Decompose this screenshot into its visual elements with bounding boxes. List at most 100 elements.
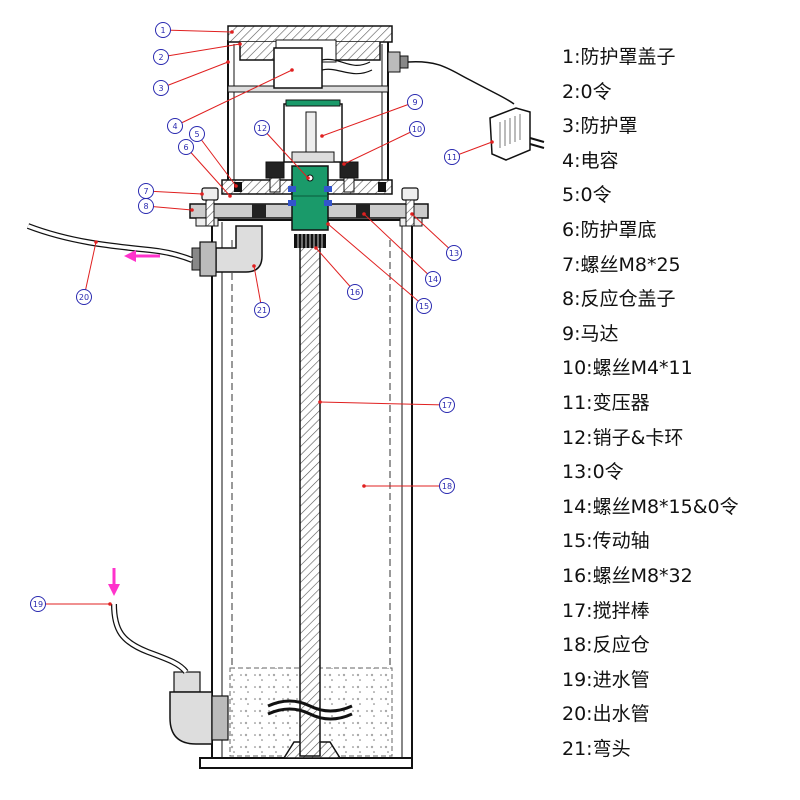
leader-line	[363, 213, 434, 280]
leader-tip	[226, 60, 230, 64]
callout-circle	[416, 298, 432, 314]
legend-item: 8:反应仓盖子	[562, 288, 676, 311]
leader-tip	[326, 222, 330, 226]
callout-circle	[347, 284, 363, 300]
leader-line	[321, 101, 416, 137]
callout-number: 11	[447, 153, 457, 162]
callout-circle	[167, 118, 183, 134]
callout-circle	[254, 120, 270, 136]
legend-item: 7:螺丝M8*25	[562, 253, 681, 276]
screws-m8	[201, 187, 419, 227]
callout-circle	[409, 121, 425, 137]
outlet-pipe	[26, 223, 194, 263]
legend-item: 19:进水管	[562, 668, 650, 691]
callout-circle	[407, 94, 423, 110]
leader-tip	[290, 68, 294, 72]
legend-item: 16:螺丝M8*32	[562, 564, 693, 587]
legend-item: 21:弯头	[562, 737, 631, 760]
legend-item: 18:反应仓	[562, 634, 650, 657]
legend-item: 17:搅拌棒	[562, 599, 650, 622]
callout-number: 4	[172, 122, 177, 131]
leader-line	[185, 146, 231, 197]
leader-line	[343, 128, 418, 165]
transformer	[489, 107, 545, 161]
legend-item: 4:电容	[562, 149, 619, 172]
legend-item: 13:0令	[562, 461, 624, 484]
leader-tip	[342, 162, 346, 166]
leader-tip	[490, 140, 494, 144]
callout-circle	[189, 126, 205, 142]
leader-tip	[238, 42, 242, 46]
legend-item: 5:0令	[562, 184, 612, 207]
callout-number: 6	[183, 143, 188, 152]
callout-number: 2	[158, 53, 163, 62]
leader-line	[83, 241, 97, 298]
callout-number: 13	[449, 249, 459, 258]
stirring-rod	[267, 245, 353, 757]
callout-number: 3	[158, 84, 163, 93]
callout-number: 20	[79, 293, 89, 302]
leader-tip	[318, 400, 322, 404]
callout-number: 7	[143, 187, 148, 196]
callout-number: 15	[419, 302, 429, 311]
inlet-flow-arrow	[108, 568, 120, 596]
legend-item: 3:防护罩	[562, 115, 638, 138]
callout-number: 12	[257, 124, 267, 133]
leader-line	[319, 401, 448, 406]
callout-circle	[425, 271, 441, 287]
leader-tip	[190, 208, 194, 212]
leader-line	[411, 213, 455, 254]
callout-circle	[254, 302, 270, 318]
leader-tip	[410, 212, 414, 216]
legend-item: 11:变压器	[562, 391, 650, 414]
leader-line	[315, 247, 356, 293]
legend-item: 12:销子&卡环	[562, 426, 684, 449]
legend-item: 20:出水管	[562, 703, 650, 726]
leader-line	[145, 190, 203, 195]
leader-line	[261, 127, 309, 179]
inlet-pipe	[111, 603, 189, 674]
transmission-shaft	[288, 165, 332, 231]
legend-item: 15:传动轴	[562, 530, 650, 553]
callout-circle	[153, 49, 169, 65]
leader-tip	[314, 246, 318, 250]
leader-tip	[252, 264, 256, 268]
callout-number: 8	[143, 202, 148, 211]
callout-number: 1	[160, 26, 165, 35]
callout-number: 18	[442, 482, 452, 491]
callout-circle	[439, 397, 455, 413]
callout-circle	[178, 139, 194, 155]
capacitor	[273, 47, 373, 89]
callout-number: 21	[257, 306, 267, 315]
leader-line	[196, 133, 237, 187]
leader-tip	[306, 176, 310, 180]
legend-item: 10:螺丝M4*11	[562, 357, 693, 380]
leader-line	[174, 69, 293, 127]
leader-tip	[234, 184, 238, 188]
callout-circle	[153, 80, 169, 96]
legend-item: 14:螺丝M8*15&0令	[562, 495, 739, 518]
inlet-elbow	[169, 671, 229, 745]
power-cable	[387, 51, 515, 105]
motor	[283, 99, 343, 163]
callout-circle	[446, 245, 462, 261]
outlet-flow-arrow	[124, 250, 160, 262]
leader-tip	[108, 602, 112, 606]
leader-tip	[230, 30, 234, 34]
screws-m4	[265, 161, 359, 193]
callout-circle	[76, 289, 92, 305]
parts-legend: 1:防护罩盖子 2:0令 3:防护罩 4:电容 5:0令 6:防护罩底 7:螺丝…	[562, 40, 792, 766]
callout-circle	[444, 149, 460, 165]
leader-tip	[320, 134, 324, 138]
callout-number: 19	[33, 600, 43, 609]
callout-number: 17	[442, 401, 452, 410]
leader-line	[162, 29, 233, 33]
leader-tip	[362, 484, 366, 488]
leader-line	[327, 223, 425, 307]
callout-number: 9	[412, 98, 417, 107]
callout-circle	[439, 478, 455, 494]
leader-line	[160, 43, 241, 58]
